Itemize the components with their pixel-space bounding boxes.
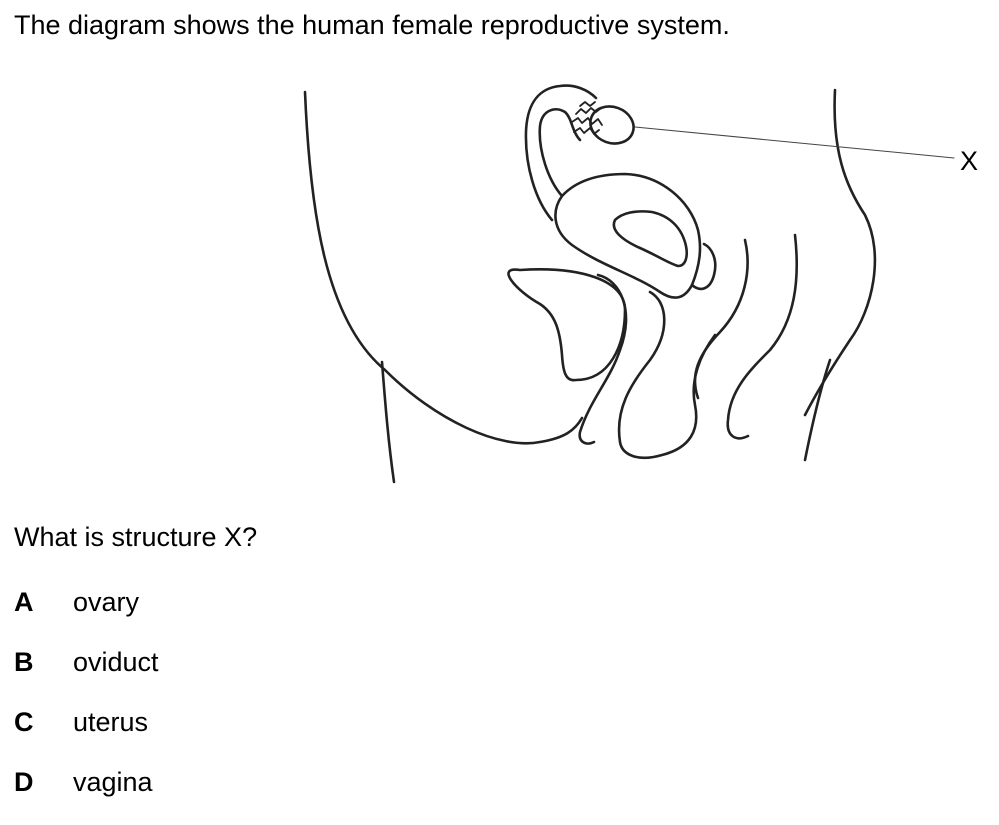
leg-line-left	[380, 360, 396, 484]
leg-line-right	[803, 358, 832, 462]
fimbriae	[571, 101, 603, 135]
ovary	[589, 105, 635, 145]
reproductive-system-diagram: X	[290, 70, 999, 490]
body-outline-left	[303, 90, 584, 445]
option-letter: B	[14, 647, 34, 677]
option-c[interactable]: C uterus	[14, 705, 159, 765]
question-intro: The diagram shows the human female repro…	[14, 10, 730, 40]
option-d[interactable]: D vagina	[14, 765, 159, 825]
option-letter: D	[14, 767, 34, 797]
urethra	[578, 273, 628, 445]
diagram-svg: X	[303, 84, 978, 484]
vagina	[617, 290, 717, 460]
rectum-inner	[726, 233, 799, 440]
option-text: ovary	[73, 587, 140, 617]
cervix	[690, 242, 717, 291]
option-text: uterus	[73, 707, 149, 737]
rectum	[693, 238, 749, 400]
oviduct	[538, 108, 582, 198]
option-a[interactable]: A ovary	[14, 585, 159, 645]
uterus-outer	[554, 172, 702, 299]
label-line	[634, 126, 955, 159]
option-letter: A	[14, 587, 34, 617]
answer-options: A ovary B oviduct C uterus D vagina	[14, 585, 159, 825]
option-text: vagina	[73, 767, 153, 797]
option-text: oviduct	[73, 647, 159, 677]
bladder	[507, 268, 627, 382]
question-prompt: What is structure X?	[14, 522, 258, 552]
option-b[interactable]: B oviduct	[14, 645, 159, 705]
uterus-cavity	[612, 210, 689, 268]
option-letter: C	[14, 707, 34, 737]
oviduct-inner	[524, 84, 598, 222]
label-x: X	[960, 146, 978, 176]
body-outline-right	[803, 88, 877, 417]
